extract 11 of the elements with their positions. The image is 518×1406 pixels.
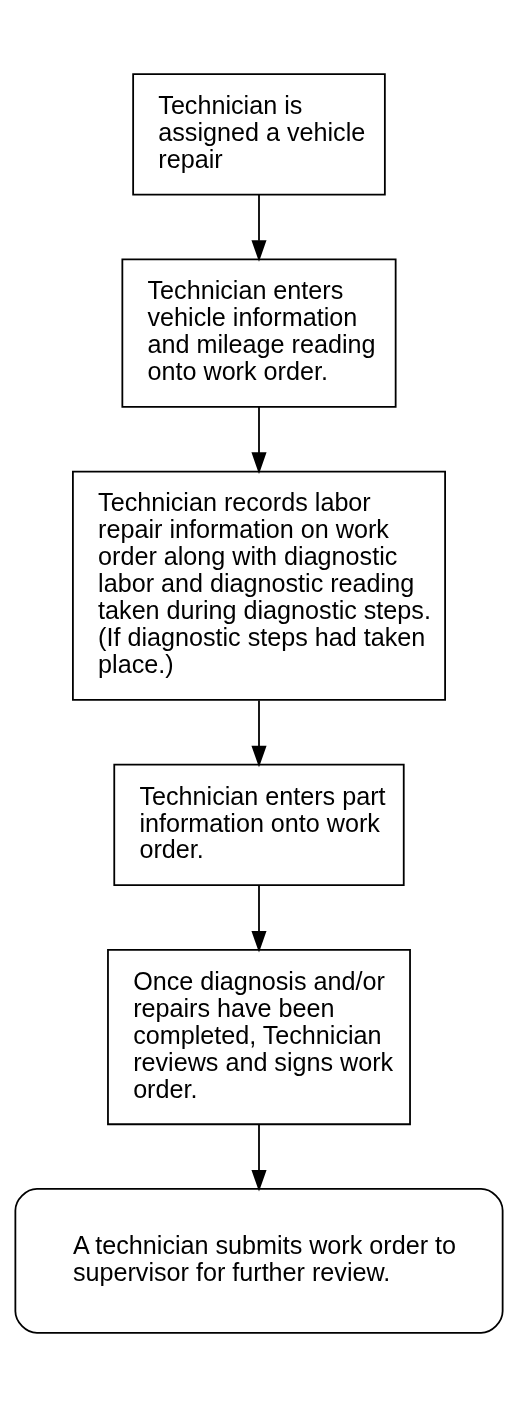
arrow bbox=[251, 699, 267, 767]
node-box: Technician records labor repair information on work order along with diagnostic labor and diagnostic reading taken during diagnostic steps. (If diagnostic steps had taken place.) bbox=[72, 470, 446, 701]
node-box: Technician is assigned a vehicle repair bbox=[132, 72, 386, 196]
node-box: Once diagnosis and/or repairs have been completed, Technician reviews and signs work order. bbox=[107, 948, 411, 1125]
arrow bbox=[251, 405, 267, 474]
arrow bbox=[251, 1123, 267, 1192]
node-box: Technician enters vehicle information and mileage reading onto work order. bbox=[121, 258, 397, 408]
node-box: Technician enters part information onto work order. bbox=[113, 763, 405, 886]
node-box: A technician submits work order to supervisor for further review. bbox=[14, 1187, 504, 1334]
arrow bbox=[251, 193, 267, 262]
arrow bbox=[251, 883, 267, 952]
